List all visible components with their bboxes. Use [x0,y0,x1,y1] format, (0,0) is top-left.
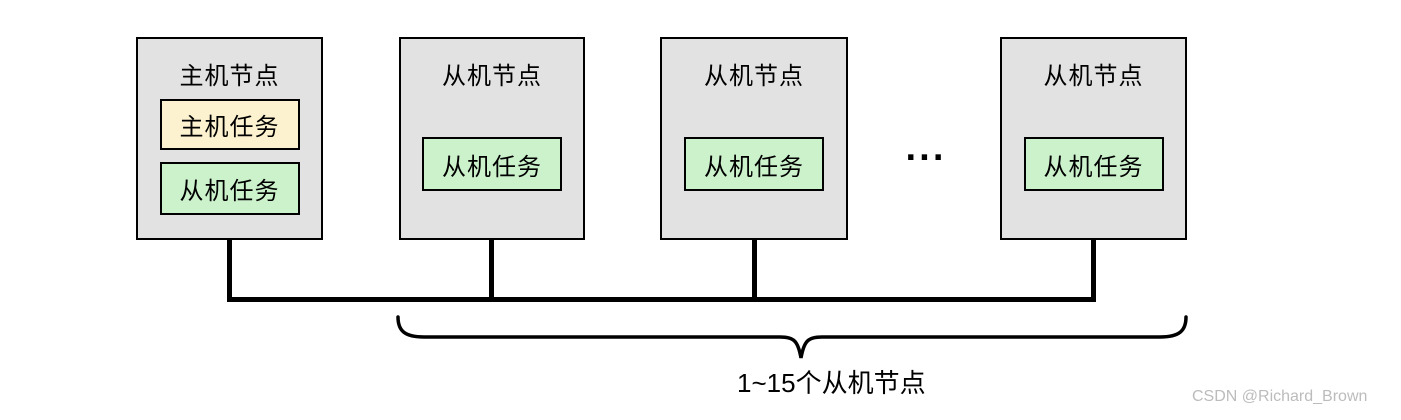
watermark: CSDN @Richard_Brown [1192,388,1368,405]
node-slave-3-title: 从机节点 [1043,63,1144,90]
connector-slave-1 [489,239,494,302]
master-task-box: 主机任务 [159,99,300,150]
slave-task-box: 从机任务 [1023,137,1164,191]
connector-slave-3 [1091,239,1096,302]
slave-task-box: 从机任务 [159,162,300,215]
node-master: 主机节点 主机任务 从机任务 [136,37,323,240]
node-master-title: 主机节点 [179,63,280,90]
node-slave-1-title: 从机节点 [442,63,542,90]
connector-slave-2 [752,239,757,302]
slave-task-box: 从机任务 [422,137,562,191]
bus-line [227,297,1096,302]
node-slave-2-title: 从机节点 [704,63,804,90]
more-nodes-ellipsis: ··· [905,137,947,179]
node-slave-1: 从机节点 从机任务 [399,37,585,240]
slave-task-box: 从机任务 [684,137,824,191]
node-slave-3: 从机节点 从机任务 [1000,37,1187,240]
brace-icon [396,315,1188,359]
brace-label: 1~15个从机节点 [737,368,926,398]
connector-master [227,239,232,302]
node-slave-2: 从机节点 从机任务 [660,37,848,240]
